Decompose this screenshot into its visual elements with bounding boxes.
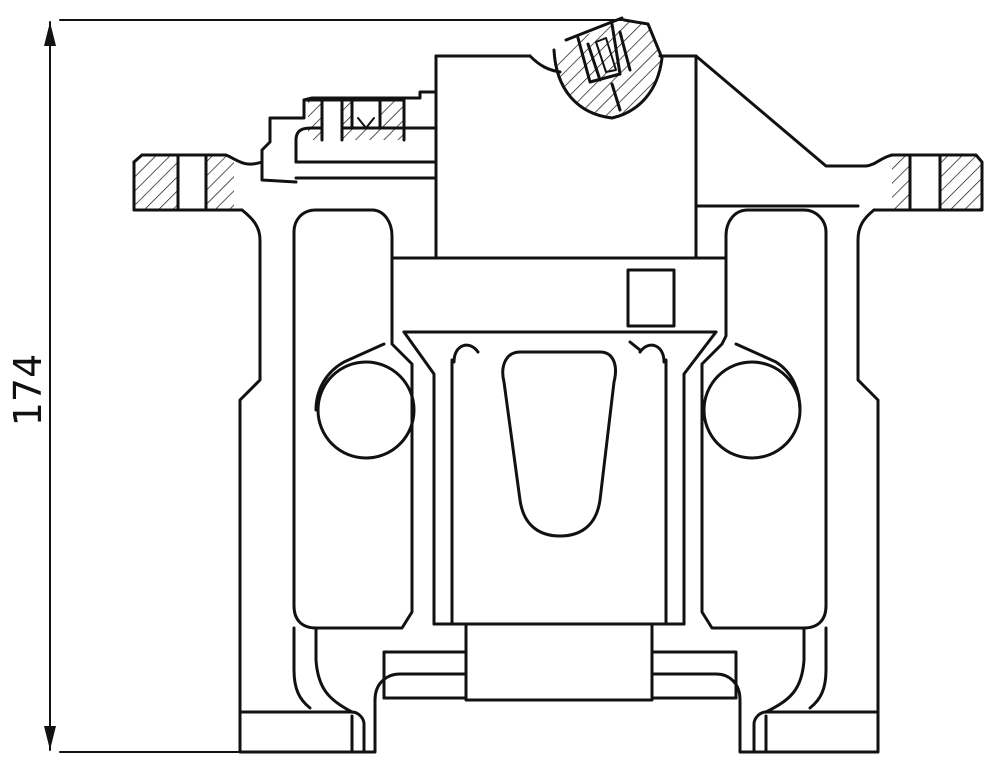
bleed-port-section xyxy=(302,98,406,142)
dimension-line xyxy=(44,19,623,753)
right-mounting-flange xyxy=(864,153,984,212)
left-guide-pin xyxy=(314,342,416,460)
left-cylinder-cavity xyxy=(260,54,438,630)
right-cylinder-cavity xyxy=(700,208,828,630)
top-bleed-nipple xyxy=(528,16,664,120)
upper-housing-block xyxy=(390,54,868,260)
left-mounting-flange xyxy=(132,153,264,212)
right-guide-pin xyxy=(702,342,802,460)
indicator-window xyxy=(626,268,676,328)
height-dimension-label: 174 xyxy=(6,353,50,427)
lower-frame-lines xyxy=(292,626,828,714)
central-bridge xyxy=(402,330,718,626)
caliper-body-outline xyxy=(238,208,880,754)
